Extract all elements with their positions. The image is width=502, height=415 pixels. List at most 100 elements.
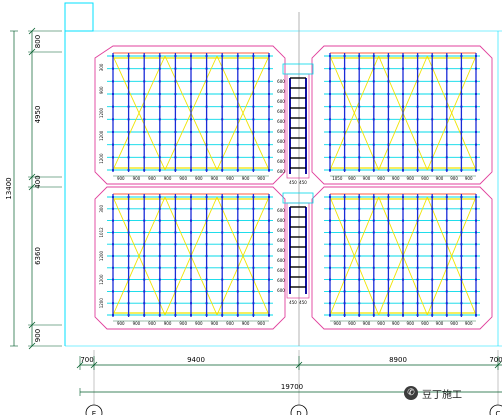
column-node <box>475 231 477 234</box>
bay-spacing-label: 900 <box>436 321 444 326</box>
column-node <box>329 55 331 57</box>
column-node <box>205 207 208 210</box>
column-node <box>372 131 375 133</box>
column-node <box>358 93 361 95</box>
column-node <box>387 196 390 198</box>
column-node <box>460 243 463 246</box>
column-node <box>221 278 224 281</box>
bay-spacing-label: 900 <box>406 321 414 326</box>
column-node <box>416 231 419 234</box>
column-node <box>343 67 346 70</box>
column-node <box>358 131 361 133</box>
brace-diagonal <box>329 196 380 316</box>
column-node <box>205 278 208 281</box>
column-node <box>268 266 270 269</box>
row-spacing-label: 300 <box>99 63 104 71</box>
column-node <box>268 219 270 222</box>
column-node <box>475 93 477 95</box>
column-node <box>358 169 361 171</box>
corridor-spacing-label: 600 <box>277 268 285 273</box>
column-node <box>402 290 404 293</box>
column-node <box>174 314 177 316</box>
column-node <box>372 219 375 222</box>
column-node <box>402 207 404 210</box>
bay-spacing-label: 900 <box>392 176 400 181</box>
column-node <box>329 302 331 305</box>
column-node <box>127 196 130 198</box>
corridor-spacing-label: 600 <box>277 169 285 174</box>
column-node <box>431 255 434 257</box>
column-node <box>475 67 477 70</box>
column-node <box>387 207 390 210</box>
block-boundary <box>311 186 493 330</box>
column-node <box>372 118 375 121</box>
column-node <box>402 131 404 133</box>
column-node <box>387 231 390 234</box>
column-node <box>445 290 448 293</box>
column-node <box>190 169 192 171</box>
column-node <box>431 131 434 133</box>
column-node <box>158 231 161 234</box>
column-node <box>387 67 390 70</box>
column-node <box>358 55 361 57</box>
column-node <box>475 243 477 246</box>
column-node <box>143 80 146 83</box>
column-node <box>112 243 114 246</box>
bay-spacing-label: 900 <box>211 321 219 326</box>
column-node <box>158 80 161 83</box>
column-node <box>190 266 192 269</box>
column-node <box>112 156 114 159</box>
column-node <box>445 169 448 171</box>
column-node <box>158 255 161 257</box>
bottom-dim-slash <box>90 361 98 369</box>
column-node <box>416 255 419 257</box>
column-node <box>143 219 146 222</box>
bottom-dim-slash <box>494 361 502 369</box>
row-spacing-label: 900 <box>99 86 104 94</box>
column-node <box>127 131 130 133</box>
column-node <box>475 118 477 121</box>
column-node <box>236 207 239 210</box>
column-node <box>236 266 239 269</box>
junction-bottom <box>282 192 314 204</box>
column-node <box>431 231 434 234</box>
column-node <box>475 302 477 305</box>
block-boundary <box>94 186 286 330</box>
column-node <box>329 278 331 281</box>
axis-label: C <box>496 410 501 415</box>
column-node <box>190 231 192 234</box>
bay-spacing-label: 900 <box>348 321 356 326</box>
column-node <box>205 156 208 159</box>
column-node <box>174 105 177 108</box>
bay-spacing-label: 900 <box>436 176 444 181</box>
column-node <box>431 67 434 70</box>
column-node <box>143 143 146 146</box>
column-node <box>387 278 390 281</box>
bottom-dim-slash <box>76 361 84 369</box>
column-node <box>268 243 270 246</box>
column-node <box>329 290 331 293</box>
left-dim-label: 900 <box>34 329 42 342</box>
column-node <box>174 207 177 210</box>
column-node <box>402 302 404 305</box>
column-node <box>205 131 208 133</box>
column-node <box>221 156 224 159</box>
column-node <box>460 105 463 108</box>
column-node <box>460 266 463 269</box>
column-node <box>268 143 270 146</box>
watermark: ✆ 豆丁施工 <box>404 385 496 401</box>
bottom-dim-label: 9400 <box>187 356 205 364</box>
column-node <box>236 55 239 57</box>
column-node <box>252 278 255 281</box>
column-node <box>221 196 224 198</box>
column-node <box>236 231 239 234</box>
column-node <box>475 196 477 198</box>
column-node <box>372 290 375 293</box>
column-node <box>127 169 130 171</box>
column-node <box>387 118 390 121</box>
column-node <box>268 156 270 159</box>
bay-spacing-label: 900 <box>450 321 458 326</box>
